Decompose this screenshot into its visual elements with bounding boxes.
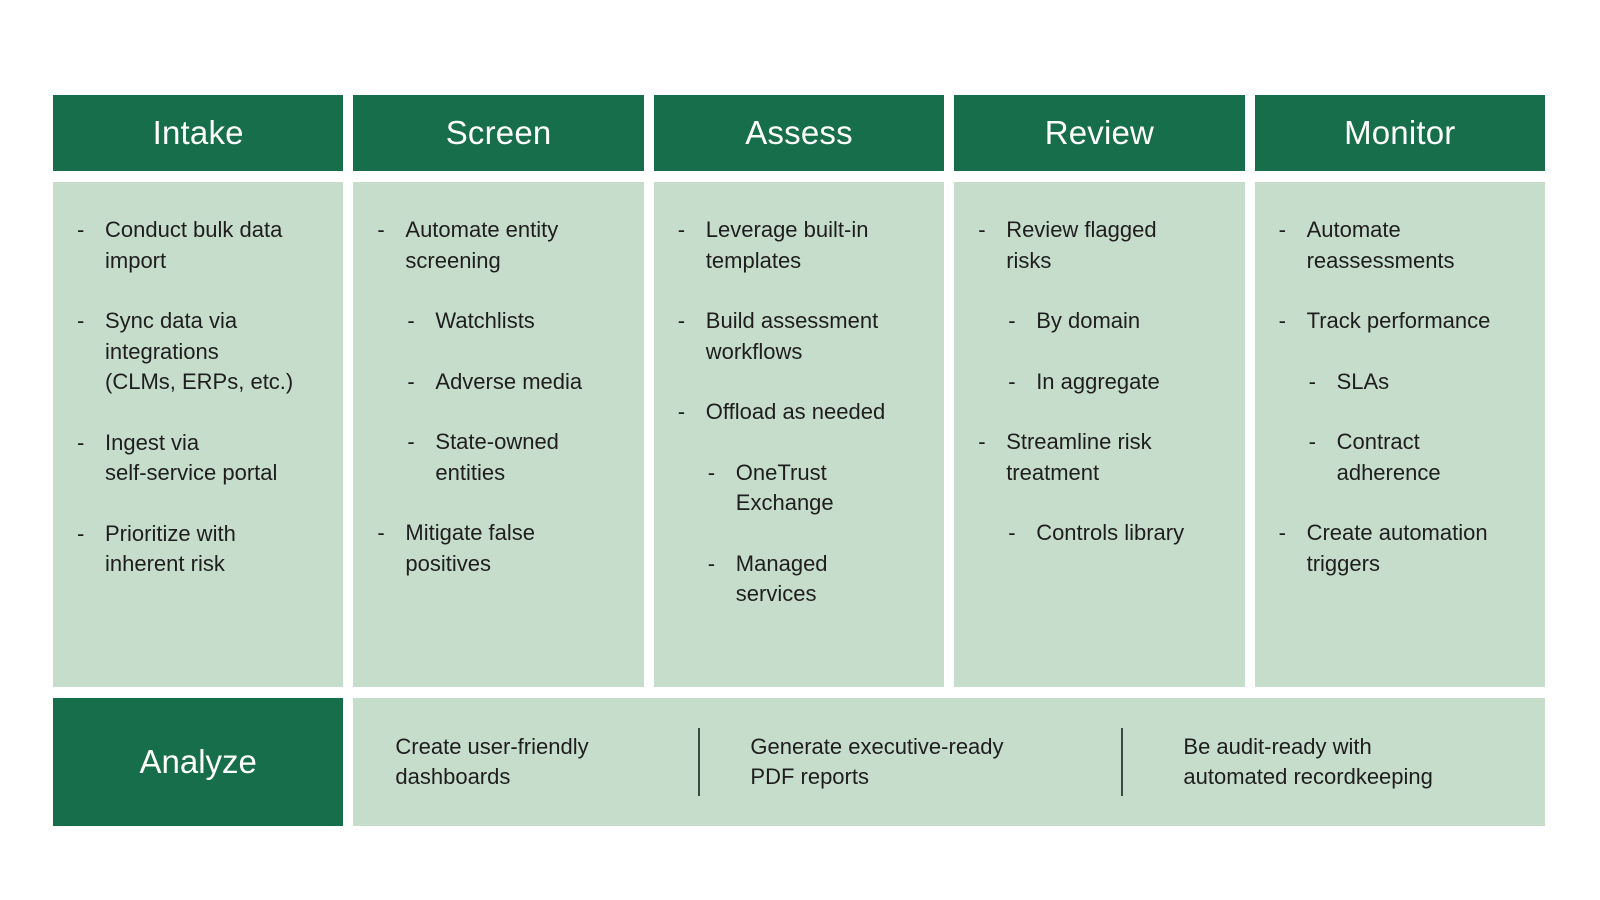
bullet-dash: -	[407, 429, 415, 454]
bullet-dash: -	[1008, 308, 1016, 333]
analyze-panel: Create user-friendly dashboards Generate …	[353, 698, 1545, 826]
bullet-dash: -	[77, 429, 85, 455]
stage-header-assess: Assess	[653, 95, 945, 171]
stage-body-screen: -Automate entity screening-Watchlists-Ad…	[353, 182, 644, 687]
stage-column-monitor: Monitor-Automate reassessments-Track per…	[1254, 95, 1545, 687]
bullet-dash: -	[677, 217, 686, 242]
bullet-dash: -	[1278, 217, 1286, 242]
list-item-text: Adverse media	[435, 368, 583, 394]
analyze-header: Analyze	[53, 698, 344, 826]
list-item-text: Watchlists	[435, 308, 535, 333]
bullet-dash: -	[1308, 429, 1316, 454]
list-item-text: Review flagged risks	[1006, 217, 1157, 273]
stage-header-screen: Screen	[353, 95, 644, 171]
list-item-text: Managed services	[735, 550, 828, 607]
bullet-dash: -	[377, 217, 385, 242]
list-item-text: Prioritize with inherent risk	[105, 520, 236, 577]
analyze-row: Analyze Create user-friendly dashboards G…	[53, 698, 1545, 826]
list-item-text: Track performance	[1306, 308, 1491, 333]
list-item: -Leverage built-in templates	[654, 215, 944, 276]
bullet-dash: -	[677, 308, 686, 333]
bullet-dash: -	[1008, 368, 1016, 394]
list-item-text: Contract adherence	[1336, 429, 1441, 485]
bullet-dash: -	[407, 308, 415, 333]
list-item-text: By domain	[1036, 308, 1141, 333]
list-item: -Automate entity screening	[353, 215, 643, 276]
stage-body-review: -Review flagged risks-By domain-In aggre…	[954, 182, 1245, 687]
stage-body-monitor: -Automate reassessments-Track performanc…	[1254, 182, 1545, 687]
list-item: -OneTrust Exchange	[654, 458, 944, 519]
list-item-text: Automate reassessments	[1306, 217, 1455, 273]
list-item-text: Create automation triggers	[1306, 520, 1488, 576]
list-item: -Track performance	[1255, 306, 1545, 337]
stage-header-intake: Intake	[53, 95, 344, 171]
bullet-dash: -	[978, 217, 986, 242]
bullet-dash: -	[77, 520, 85, 546]
pipeline-diagram: Intake-Conduct bulk data import-Sync dat…	[53, 95, 1545, 826]
list-item-text: Mitigate false positives	[405, 520, 536, 576]
list-item-text: Automate entity screening	[405, 217, 559, 273]
bullet-dash: -	[978, 429, 986, 454]
section-divider	[698, 728, 701, 796]
stage-column-screen: Screen-Automate entity screening-Watchli…	[353, 95, 644, 687]
bullet-dash: -	[1008, 520, 1016, 545]
list-item: -Conduct bulk data import	[53, 215, 343, 276]
stage-header-review: Review	[954, 95, 1245, 171]
bullet-dash: -	[377, 520, 385, 545]
analyze-item: Be audit-ready with automated recordkeep…	[1183, 733, 1433, 790]
list-item-text: Conduct bulk data import	[105, 217, 283, 273]
bullet-dash: -	[1308, 368, 1316, 394]
list-item-text: State-owned entities	[435, 429, 559, 485]
list-item: -Prioritize with inherent risk	[53, 519, 343, 580]
stage-column-assess: Assess-Leverage built-in templates-Build…	[653, 95, 945, 687]
list-item-text: Controls library	[1036, 520, 1185, 545]
stage-body-intake: -Conduct bulk data import-Sync data via …	[53, 182, 344, 687]
list-item-text: Streamline risk treatment	[1006, 429, 1152, 485]
list-item-text: Build assessment workflows	[705, 308, 879, 364]
list-item: -In aggregate	[954, 367, 1244, 398]
section-divider	[1121, 728, 1124, 796]
list-item: -SLAs	[1255, 367, 1545, 398]
bullet-dash: -	[707, 550, 716, 576]
list-item: -Watchlists	[353, 306, 643, 337]
list-item-text: Ingest via self-service portal	[105, 429, 278, 486]
list-item: -Mitigate false positives	[353, 518, 643, 579]
list-item: -Review flagged risks	[954, 215, 1244, 276]
stage-column-intake: Intake-Conduct bulk data import-Sync dat…	[53, 95, 344, 687]
list-item: -Ingest via self-service portal	[53, 428, 343, 489]
list-item: -Contract adherence	[1255, 427, 1545, 488]
bullet-dash: -	[1278, 308, 1286, 333]
bullet-dash: -	[1278, 520, 1286, 545]
list-item: -Managed services	[654, 549, 944, 610]
bullet-dash: -	[407, 368, 415, 394]
list-item-text: Sync data via integrations (CLMs, ERPs, …	[105, 308, 294, 394]
list-item: -Offload as needed	[654, 397, 944, 428]
list-item-text: SLAs	[1336, 368, 1390, 394]
stage-columns: Intake-Conduct bulk data import-Sync dat…	[53, 95, 1545, 687]
bullet-dash: -	[77, 308, 85, 333]
list-item-text: Leverage built-in templates	[705, 217, 869, 273]
stage-header-monitor: Monitor	[1254, 95, 1545, 171]
stage-body-assess: -Leverage built-in templates-Build asses…	[653, 182, 945, 687]
bullet-dash: -	[77, 217, 85, 242]
stage-column-review: Review-Review flagged risks-By domain-In…	[954, 95, 1245, 687]
list-item: -By domain	[954, 306, 1244, 337]
list-item: -Create automation triggers	[1255, 518, 1545, 579]
list-item: -Adverse media	[353, 367, 643, 398]
list-item-text: In aggregate	[1036, 368, 1160, 394]
list-item: -Sync data via integrations (CLMs, ERPs,…	[53, 306, 343, 398]
list-item: -Automate reassessments	[1255, 215, 1545, 276]
bullet-dash: -	[677, 399, 686, 424]
list-item: -State-owned entities	[353, 427, 643, 488]
list-item-text: OneTrust Exchange	[735, 459, 834, 516]
list-item: -Controls library	[954, 518, 1244, 549]
analyze-item: Generate executive-ready PDF reports	[750, 733, 1004, 790]
list-item-text: Offload as needed	[705, 399, 886, 424]
list-item: -Streamline risk treatment	[954, 427, 1244, 488]
bullet-dash: -	[707, 459, 716, 485]
analyze-item: Create user-friendly dashboards	[395, 733, 589, 790]
list-item: -Build assessment workflows	[654, 306, 944, 367]
